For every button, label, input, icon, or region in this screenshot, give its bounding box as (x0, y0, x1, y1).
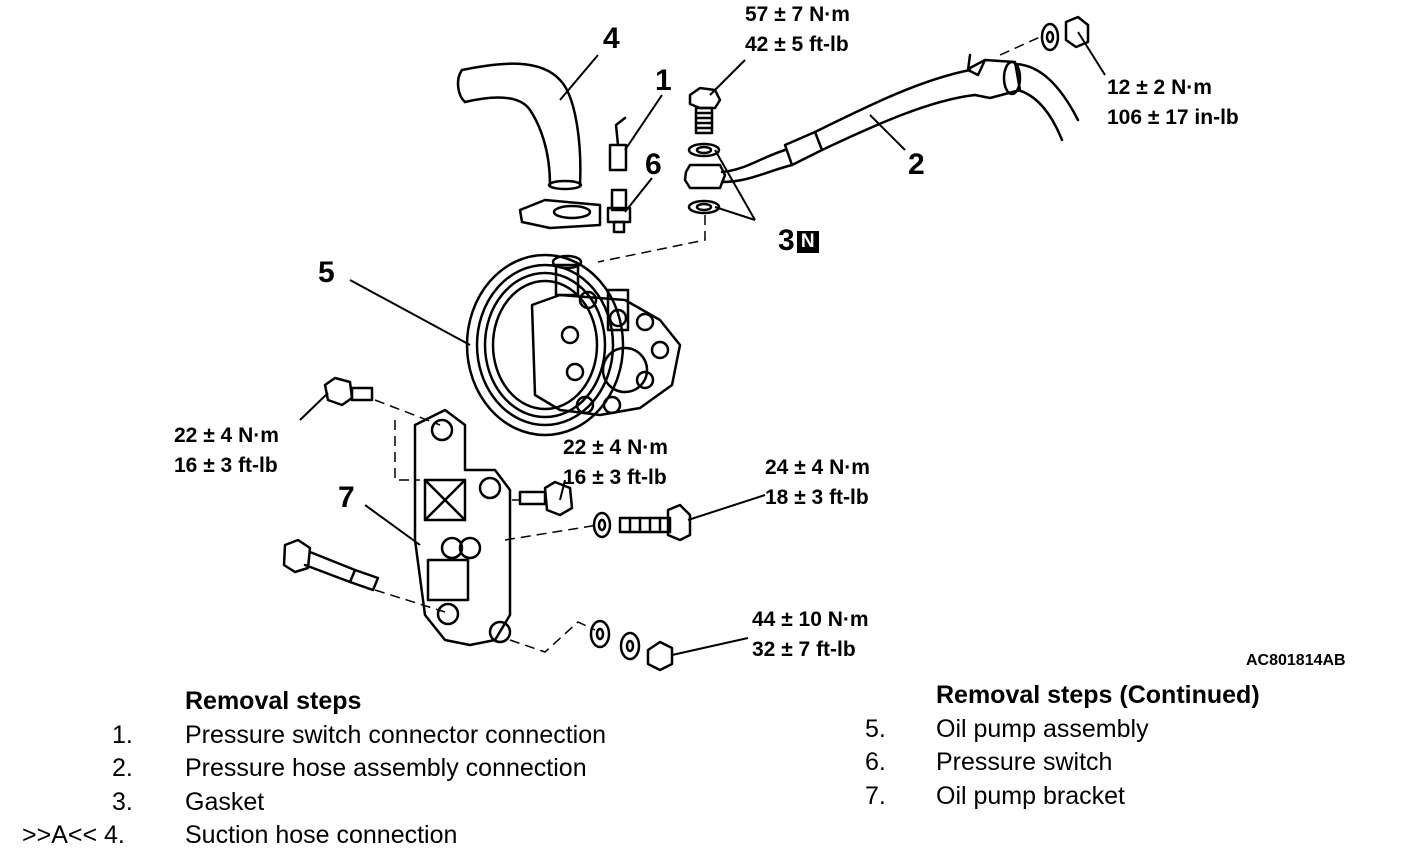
figure-id: AC801814AB (1246, 652, 1346, 669)
step-text: Oil pump assembly (936, 714, 1149, 743)
pressure-hose (720, 53, 1080, 184)
torque-callout-right-bolt: 24 ± 4 N·m 18 ± 3 ft-lb (765, 453, 870, 513)
new-part-badge: N (796, 231, 819, 253)
part-number-2: 2 (908, 148, 925, 181)
removal-steps-continued: Removal steps (Continued) 5. Oil pump as… (700, 679, 1400, 813)
removal-steps-continued-title: Removal steps (Continued) (936, 681, 1260, 709)
oil-pump-assembly (465, 253, 682, 437)
step-number: >>A<< 4. (22, 821, 125, 849)
list-item: 3. Gasket (0, 786, 700, 820)
step-text: Pressure hose assembly connection (185, 754, 587, 782)
torque-callout-bottom-nut: 44 ± 10 N·m 32 ± 7 ft-lb (752, 605, 869, 665)
torque-callout-banjo-bolt: 57 ± 7 N·m 42 ± 5 ft-lb (745, 0, 850, 60)
torque-callout-hose-nut: 12 ± 2 N·m 106 ± 17 in-lb (1107, 73, 1239, 133)
suction-hose (456, 62, 583, 191)
pressure-switch (606, 188, 632, 234)
step-number: 2. (112, 754, 133, 782)
removal-steps-title: Removal steps (185, 687, 362, 715)
torque-imperial: 16 ± 3 ft-lb (174, 454, 278, 477)
step-text: Suction hose connection (185, 821, 458, 849)
torque-metric: 57 ± 7 N·m (745, 3, 850, 26)
torque-callout-center-bolt: 22 ± 4 N·m 16 ± 3 ft-lb (563, 433, 668, 493)
part-number-4: 4 (603, 22, 620, 55)
gaskets (683, 142, 727, 215)
bolt-left (323, 376, 374, 407)
step-text: Pressure switch (936, 748, 1113, 776)
part-number-5: 5 (318, 256, 335, 289)
washer-and-nut (1040, 15, 1090, 52)
bolt-right (592, 503, 692, 542)
torque-metric: 44 ± 10 N·m (752, 608, 869, 631)
torque-metric: 24 ± 4 N·m (765, 456, 870, 479)
part-number-3-label: 3 (778, 224, 795, 257)
alignment-lines (374, 36, 1041, 653)
torque-metric: 22 ± 4 N·m (174, 424, 279, 447)
list-item: 6. Pressure switch (700, 746, 1400, 780)
list-item: >>A<< 4. Suction hose connection (0, 819, 700, 853)
torque-imperial: 16 ± 3 ft-lb (563, 466, 667, 489)
part-number-6: 6 (645, 148, 662, 181)
list-item: 1. Pressure switch connector connection (0, 719, 700, 753)
step-text: Gasket (185, 787, 265, 816)
hose-clamp (518, 198, 602, 230)
bolt-center (518, 480, 574, 517)
torque-imperial: 32 ± 7 ft-lb (752, 638, 856, 661)
torque-imperial: 42 ± 5 ft-lb (745, 33, 849, 56)
step-number: 1. (112, 720, 133, 749)
bolt-long (282, 538, 380, 592)
exploded-view-diagram (282, 15, 1106, 672)
part-number-1: 1 (655, 64, 672, 97)
torque-callout-left-bolt: 22 ± 4 N·m 16 ± 3 ft-lb (174, 421, 279, 481)
step-text: Pressure switch connector connection (185, 720, 607, 749)
step-number: 5. (865, 714, 886, 743)
removal-steps: Removal steps 1. Pressure switch connect… (0, 685, 700, 853)
banjo-bolt (688, 86, 722, 135)
leader-lines (299, 31, 1106, 656)
list-item: 7. Oil pump bracket (700, 780, 1400, 814)
washers-and-nut-bottom (589, 619, 674, 672)
torque-imperial: 18 ± 3 ft-lb (765, 486, 869, 509)
torque-metric: 22 ± 4 N·m (563, 436, 668, 459)
list-item: 5. Oil pump assembly (700, 713, 1400, 747)
step-number: 7. (865, 781, 886, 810)
step-text: Oil pump bracket (936, 781, 1125, 810)
oil-pump-bracket (413, 408, 512, 647)
torque-imperial: 106 ± 17 in-lb (1107, 106, 1239, 129)
step-number: 6. (865, 748, 886, 776)
part-number-7: 7 (338, 481, 355, 514)
pressure-switch-connector (608, 116, 628, 172)
step-number: 3. (112, 787, 133, 816)
list-item: 2. Pressure hose assembly connection (0, 752, 700, 786)
torque-metric: 12 ± 2 N·m (1107, 76, 1212, 99)
